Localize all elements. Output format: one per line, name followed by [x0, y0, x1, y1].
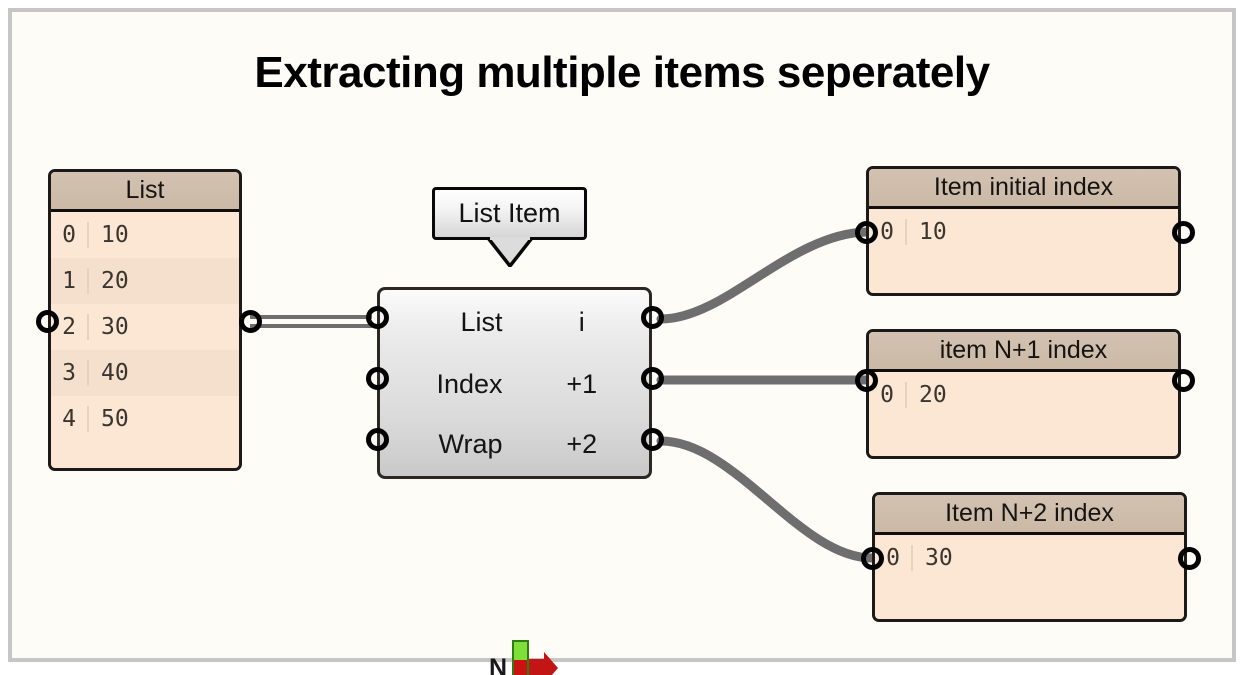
input-label-index: Index [436, 368, 503, 399]
output-panel-header: item N+1 index [869, 332, 1178, 372]
component-output-port-i[interactable] [641, 306, 664, 329]
output-panel-0-input-port[interactable] [855, 221, 878, 244]
list-panel-body: 0 10 1 20 2 30 3 40 4 50 [51, 212, 239, 465]
input-label-wrap: Wrap [438, 428, 503, 459]
output-panel-1-input-port[interactable] [855, 369, 878, 392]
row-index: 0 [869, 219, 907, 245]
output-panel-item-n-plus-2-index[interactable]: Item N+2 index 0 30 [872, 492, 1187, 622]
list-panel[interactable]: List 0 10 1 20 2 30 3 40 4 50 [48, 169, 242, 471]
row-index: 0 [51, 222, 89, 248]
list-item-row: 4 50 [51, 396, 239, 442]
output-panel-body: 0 20 [869, 372, 1178, 453]
row-index: 1 [51, 268, 89, 294]
output-panel-item-initial-index[interactable]: Item initial index 0 10 [866, 166, 1181, 296]
list-item-row: 0 10 [51, 212, 239, 258]
component-name-bubble: List Item [432, 187, 587, 240]
output-row: 0 30 [875, 535, 1184, 581]
row-index: 2 [51, 314, 89, 340]
component-row-index: Index +1 [380, 352, 649, 416]
output-row: 0 20 [869, 372, 1178, 418]
output-label-i: i [578, 306, 585, 337]
list-item-row: 2 30 [51, 304, 239, 350]
output-panel-body: 0 10 [869, 209, 1178, 290]
row-index: 0 [869, 382, 907, 408]
output-panel-2-output-port[interactable] [1178, 547, 1201, 570]
row-index: 4 [51, 406, 89, 432]
output-panel-header: Item N+2 index [875, 495, 1184, 535]
list-item-row: 1 20 [51, 258, 239, 304]
list-item-component[interactable]: List i Index +1 Wrap +2 N [377, 287, 652, 675]
component-input-port-list[interactable] [366, 306, 389, 329]
bubble-tail-icon [487, 237, 533, 267]
page-title: Extracting multiple items seperately [254, 48, 990, 97]
row-value: 10 [919, 219, 947, 245]
row-index: 3 [51, 360, 89, 386]
output-panel-1-output-port[interactable] [1172, 369, 1195, 392]
row-index: 0 [875, 545, 913, 571]
output-panel-item-n-plus-1-index[interactable]: item N+1 index 0 20 [866, 329, 1181, 459]
component-row-wrap: Wrap +2 [380, 412, 649, 476]
list-item-row: 3 40 [51, 350, 239, 396]
input-label-list: List [460, 306, 503, 337]
row-value: 30 [101, 314, 129, 340]
component-input-port-index[interactable] [366, 367, 389, 390]
component-output-port-plus1[interactable] [641, 367, 664, 390]
row-value: 10 [101, 222, 129, 248]
output-panel-0-output-port[interactable] [1172, 221, 1195, 244]
output-panel-2-input-port[interactable] [861, 547, 884, 570]
output-panel-header: Item initial index [869, 169, 1178, 209]
component-output-port-plus2[interactable] [641, 428, 664, 451]
row-value: 20 [101, 268, 129, 294]
row-value: 20 [919, 382, 947, 408]
list-panel-header: List [51, 172, 239, 212]
component-row-list: List i [380, 290, 649, 354]
output-panel-body: 0 30 [875, 535, 1184, 616]
component-input-port-wrap[interactable] [366, 428, 389, 451]
row-value: 50 [101, 406, 129, 432]
output-label-plus2: +2 [566, 428, 598, 459]
output-row: 0 10 [869, 209, 1178, 255]
list-panel-output-port[interactable] [239, 310, 262, 333]
row-value: 40 [101, 360, 129, 386]
output-label-plus1: +1 [566, 368, 598, 399]
row-value: 30 [925, 545, 953, 571]
list-panel-input-port[interactable] [36, 310, 59, 333]
